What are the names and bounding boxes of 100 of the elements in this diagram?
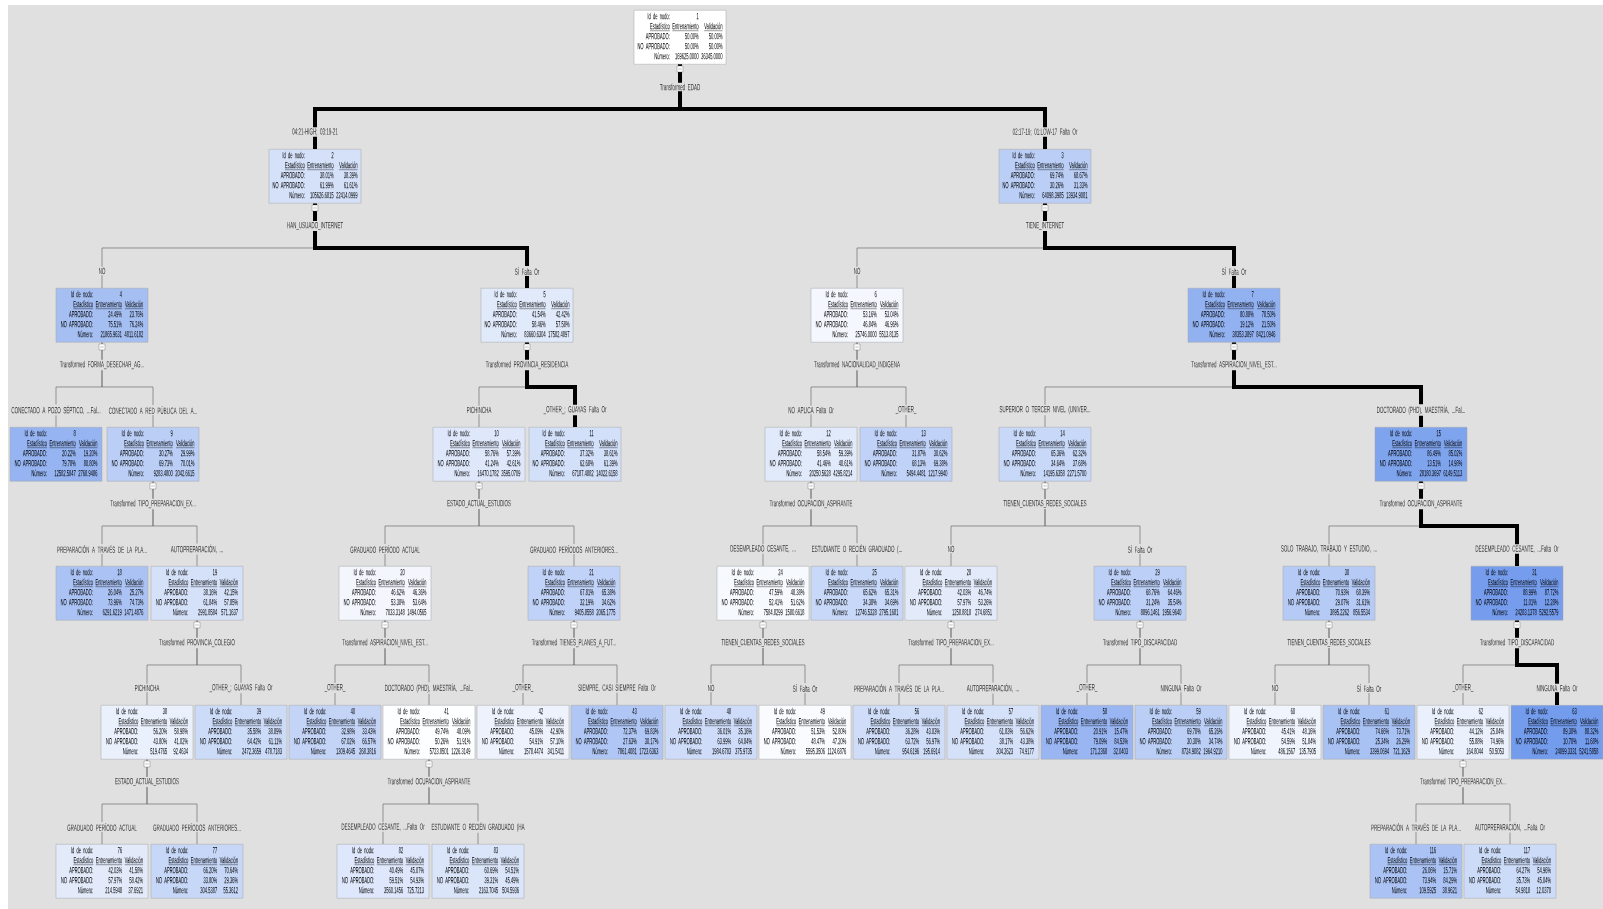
edge-label: CONECTADO A RED PÚBLICA DEL A... [107, 405, 199, 415]
split-label: Transformed NACIONALIDAD_INDIGENA [813, 359, 901, 371]
edge-label: AUTOPREPARACIÓN, ... [169, 543, 225, 555]
connector [1139, 620, 1182, 706]
split-label: TIENE_INTERNET [1024, 221, 1066, 231]
node-table: Id de nodo: 58 Estadístico Entrenamiento Validación APROBADO: 20.91% 15.47% NO APROBADO: 79.09% 84.53% Número: 171.2368 32.0403 [1040, 705, 1134, 760]
connector [762, 620, 806, 706]
split-label: Transformed TIPO_PREPARACION_EX... [109, 498, 197, 510]
node-table: Id de nodo: 2 Estadístico Entrenamiento Validación APROBADO: 38.01% 38.39% NO APROBADO: 61.99% 61.61% Número: 105626.6815 22414.0999 [268, 149, 362, 204]
split-label: ESTADO_ACTUAL_ESTUDIOS [114, 776, 180, 787]
connector [146, 759, 198, 845]
node-table: Id de nodo: 20 Estadístico Entrenamiento Validación APROBADO: 46.62% 46.36% NO APROBADO: 53.38% 53.64% Número: 7033.3148 1494.0565 [338, 566, 432, 621]
node-table: Id de nodo: 4 Estadístico Entrenamiento Validación APROBADO: 24.49% 23.76% NO APROBADO: 75.51% 76.24% Número: 21865.9631 4811.6182 [55, 288, 149, 343]
edge-label: PICHINCHA [465, 405, 493, 415]
edge-label: _OTHER_ [894, 404, 918, 415]
node-table: Id de nodo: 9 Estadístico Entrenamiento Validación APROBADO: 30.27% 29.99% NO APROBADO: 69.73% 70.01% Número: 9283.4800 2042.6615 [106, 427, 200, 482]
edge-label: _OTHER_; GUAYAS Falta Or [208, 682, 274, 694]
edge-label: 02:17-19; 01:LOW-17 Falta Or [1011, 127, 1079, 137]
edge-label: CONECTADO A POZO SÉPTICO, ...Fal... [10, 404, 102, 416]
edge-label: NO [97, 266, 107, 276]
node-table: Id de nodo: 24 Estadístico Entrenamiento Validación APROBADO: 47.59% 48.38% NO APROBADO: 52.41% 51.62% Número: 7584.8299 1580.6618 [716, 566, 810, 621]
edge-label: NO [706, 683, 716, 693]
node-table: Id de nodo: 43 Estadístico Entrenamiento Validación APROBADO: 72.37% 69.83% NO APROBADO: 27.63% 30.17% Número: 7861.4081 1723.6363 [570, 705, 664, 760]
connector [573, 620, 618, 706]
node-table: Id de nodo: 116 Estadístico Entrenamiento Validación APROBADO: 26.06% 15.71% NO APROBADO: 73.94% 84.29% Número: 109.5925 38.9621 [1369, 844, 1463, 899]
edge-label: NO [1270, 683, 1280, 693]
node-table: Id de nodo: 1 Estadístico Entrenamiento Validación APROBADO: 50.00% 50.00% NO APROBADO: 50.00% 50.00% Número: 169625.0000 36345.0000 [633, 10, 727, 65]
edge-label: GRADUADO PERÍODOS ANTERIORES... [152, 822, 242, 832]
edge-label: DESEMPLEADO CESANTE, ... [729, 544, 797, 554]
split-label: Transformed ASPIRACION_NIVEL_EST... [1190, 359, 1278, 371]
connector [152, 481, 198, 567]
edge-label: GRADUADO PERÍODO ACTUAL [66, 822, 138, 832]
split-label: Transformed TIPO_DISCAPACIDAD [1478, 637, 1556, 649]
split-label: Transformed OCUPACION_ASPIRANTE [768, 498, 854, 510]
edge-label: SOLO TRABAJO, TRABAJO Y ESTUDIO, ... [1279, 544, 1379, 554]
node-table: Id de nodo: 77 Estadístico Entrenamiento Validación APROBADO: 66.20% 70.64% NO APROBADO: 33.80% 29.36% Número: 304.5387 55.3612 [150, 844, 244, 899]
edge-label: PREPARACIÓN A TRAVÉS DE LA PLA... [852, 683, 946, 693]
node-table: Id de nodo: 29 Estadístico Entrenamiento Validación APROBADO: 68.76% 64.46% NO APROBADO: 31.24% 35.54% Número: 8896.1461 1956.9640 [1093, 566, 1187, 621]
node-table: Id de nodo: 21 Estadístico Entrenamiento Validación APROBADO: 67.81% 65.38% NO APROBADO: 32.19% 34.62% Número: 9405.8558 2065.1775 [527, 566, 621, 621]
node-table: Id de nodo: 19 Estadístico Entrenamiento Validación APROBADO: 38.16% 42.15% NO APROBADO: 61.84% 57.85% Número: 2991.8584 571.1637 [150, 566, 244, 621]
edge-label: SÍ Falta Or [791, 683, 819, 693]
edge-label: DOCTORADO (PHD), MAESTRÍA, ...Fal... [383, 682, 475, 694]
split-label: Transformed OCUPACION_ASPIRANTE [386, 776, 472, 788]
connector [101, 342, 154, 428]
edge-label: _OTHER_ [1075, 682, 1099, 693]
node-table: Id de nodo: 10 Estadístico Entrenamiento Validación APROBADO: 58.76% 57.39% NO APROBADO: 41.24% 42.61% Número: 16470.1782 3595.0709 [432, 427, 526, 482]
node-table: Id de nodo: 12 Estadístico Entrenamiento Validación APROBADO: 58.54% 59.39% NO APROBADO: 41.46% 40.61% Número: 20250.5628 4295.8214 [764, 427, 858, 482]
node-table: Id de nodo: 38 Estadístico Entrenamiento Validación APROBADO: 56.20% 58.98% NO APROBADO: 43.80% 41.02% Número: 519.4765 92.4634 [100, 705, 194, 760]
node-table: Id de nodo: 41 Estadístico Entrenamiento Validación APROBADO: 49.74% 48.09% NO APROBADO: 50.26% 51.91% Número: 5723.8501 1226.3149 [382, 705, 476, 760]
edge-label: AUTOPREPARACIÓN, ...Falta Or [1474, 821, 1547, 833]
edge-label: GRADUADO PERÍODOS ANTERIORES... [529, 544, 619, 554]
split-label: Transformed TIPO_PREPARACION_EX... [907, 637, 995, 649]
split-label: Transformed EDAD [658, 82, 702, 92]
node-table: Id de nodo: 28 Estadístico Entrenamiento Validación APROBADO: 42.03% 46.74% NO APROBADO: 57.97% 53.26% Número: 1258.8818 274.6851 [904, 566, 998, 621]
split-label: Transformed OCUPACION_ASPIRANTE [1378, 498, 1464, 510]
node-table: Id de nodo: 39 Estadístico Entrenamiento Validación APROBADO: 35.58% 38.89% NO APROBADO: 64.42% 61.11% Número: 2472.3659 478.7183 [194, 705, 288, 760]
edge-label: DESEMPLEADO CESANTE, ...Falta Or [340, 822, 426, 832]
connector [525, 342, 577, 427]
connector [478, 481, 575, 567]
connector [1419, 481, 1519, 566]
node-table: Id de nodo: 63 Estadístico Entrenamiento Validación APROBADO: 89.30% 88.32% NO APROBADO: 10.70% 11.68% Número: 24099.3331 5241.5858 [1510, 705, 1603, 760]
split-label: HAN_USUADO_INTERNET [285, 220, 345, 231]
node-table: Id de nodo: 11 Estadístico Entrenamiento Validación APROBADO: 37.32% 38.61% NO APROBADO: 62.68% 61.39% Número: 67187.4882 14022.6158 [528, 427, 622, 482]
node-table: Id de nodo: 62 Estadístico Entrenamiento Validación APROBADO: 44.12% 25.04% NO APROBADO: 55.88% 74.96% Número: 164.8044 50.5053 [1416, 705, 1510, 760]
node-table: Id de nodo: 48 Estadístico Entrenamiento Validación APROBADO: 36.01% 35.16% NO APROBADO: 63.99% 64.84% Número: 1984.6783 375.9735 [664, 705, 758, 760]
edge-label: ESTUDIANTE O RECIÉN GRADUADO (... [810, 543, 904, 555]
connector [678, 64, 1047, 149]
connector [950, 620, 994, 706]
node-table: Id de nodo: 13 Estadístico Entrenamiento Validación APROBADO: 31.87% 30.62% NO APROBADO: 68.13% 69.38% Número: 5494.4481 1217.9940 [859, 427, 953, 482]
edge-label: _OTHER_ [511, 682, 535, 693]
node-table: Id de nodo: 60 Estadístico Entrenamiento Validación APROBADO: 45.41% 48.16% NO APROBADO: 54.59% 51.84% Número: 486.1567 135.7905 [1228, 705, 1322, 760]
edge-label: SUPERIOR O TERCER NIVEL (UNIVER... [998, 404, 1092, 416]
edge-label: NINGUNA Falta Or [1159, 683, 1203, 693]
connector [1232, 342, 1423, 427]
edge-label: _OTHER_; GUAYAS Falta Or [542, 404, 608, 416]
node-table: Id de nodo: 8 Estadístico Entrenamiento Validación APROBADO: 20.22% 19.20% NO APROBADO: 79.78% 80.80% Número: 12582.5847 2768.9486 [9, 427, 103, 482]
node-table: Id de nodo: 15 Estadístico Entrenamiento Validación APROBADO: 86.49% 85.02% NO APROBADO: 13.51% 14.98% Número: 28180.3697 6149.5113 [1374, 427, 1468, 482]
node-table: Id de nodo: 76 Estadístico Entrenamiento Validación APROBADO: 42.03% 41.58% NO APROBADO: 57.97% 58.42% Número: 214.5948 37.6921 [55, 844, 149, 899]
split-label: Transformed PROVINCIA_RESIDENCIA [484, 359, 570, 371]
connector [196, 620, 242, 706]
edge-label: 04:21-HIGH; 03:19-21 [291, 127, 339, 137]
split-label: TIENEN_CUENTAS_REDES_SOCIALES [1286, 637, 1372, 648]
split-label: ESTADO_ACTUAL_ESTUDIOS [446, 498, 512, 509]
split-label: Transformed TIENES_PLANES_A_FUT... [530, 637, 618, 649]
node-table: Id de nodo: 83 Estadístico Entrenamiento Validación APROBADO: 60.69% 54.51% NO APROBADO: 39.31% 45.49% Número: 2163.7045 504.5936 [431, 844, 525, 899]
split-label: Transformed TIPO_DISCAPACIDAD [1101, 637, 1179, 649]
split-label: Transformed ASPIRACION_NIVEL_EST... [341, 637, 429, 649]
connector [313, 203, 529, 288]
connector [1515, 620, 1559, 705]
node-table: Id de nodo: 14 Estadístico Entrenamiento Validación APROBADO: 65.36% 62.32% NO APROBADO: 34.64% 37.68% Número: 14195.6358 2271.5700 [998, 427, 1092, 482]
node-table: Id de nodo: 42 Estadístico Entrenamiento Validación APROBADO: 45.09% 42.90% NO APROBADO: 54.91% 57.10% Número: 1578.4474 341.5411 [476, 705, 570, 760]
node-table: Id de nodo: 59 Estadístico Entrenamiento Validación APROBADO: 69.70% 65.26% NO APROBADO: 30.30% 34.74% Número: 8724.9082 1964.9210 [1134, 705, 1228, 760]
node-table: Id de nodo: 25 Estadístico Entrenamiento Validación APROBADO: 65.62% 65.31% NO APROBADO: 34.38% 34.69% Número: 12746.5328 2795.1681 [810, 566, 904, 621]
node-table: Id de nodo: 57 Estadístico Entrenamiento Validación APROBADO: 61.83% 56.62% NO APROBADO: 38.17% 43.38% Número: 304.2623 74.9177 [946, 705, 1040, 760]
split-label: Transformed FORMA_DESECHAR_AG... [58, 359, 146, 371]
connector [1462, 759, 1511, 845]
node-table: Id de nodo: 31 Estadístico Entrenamiento Validación APROBADO: 88.99% 87.72% NO APROBADO: 11.01% 12.28% Número: 24283.1378 5292.5579 [1470, 566, 1564, 621]
edge-label: _OTHER_ [1451, 682, 1475, 693]
connector [1043, 203, 1236, 288]
split-label: Transformed TIPO_PREPARACION_EX... [1419, 776, 1507, 788]
